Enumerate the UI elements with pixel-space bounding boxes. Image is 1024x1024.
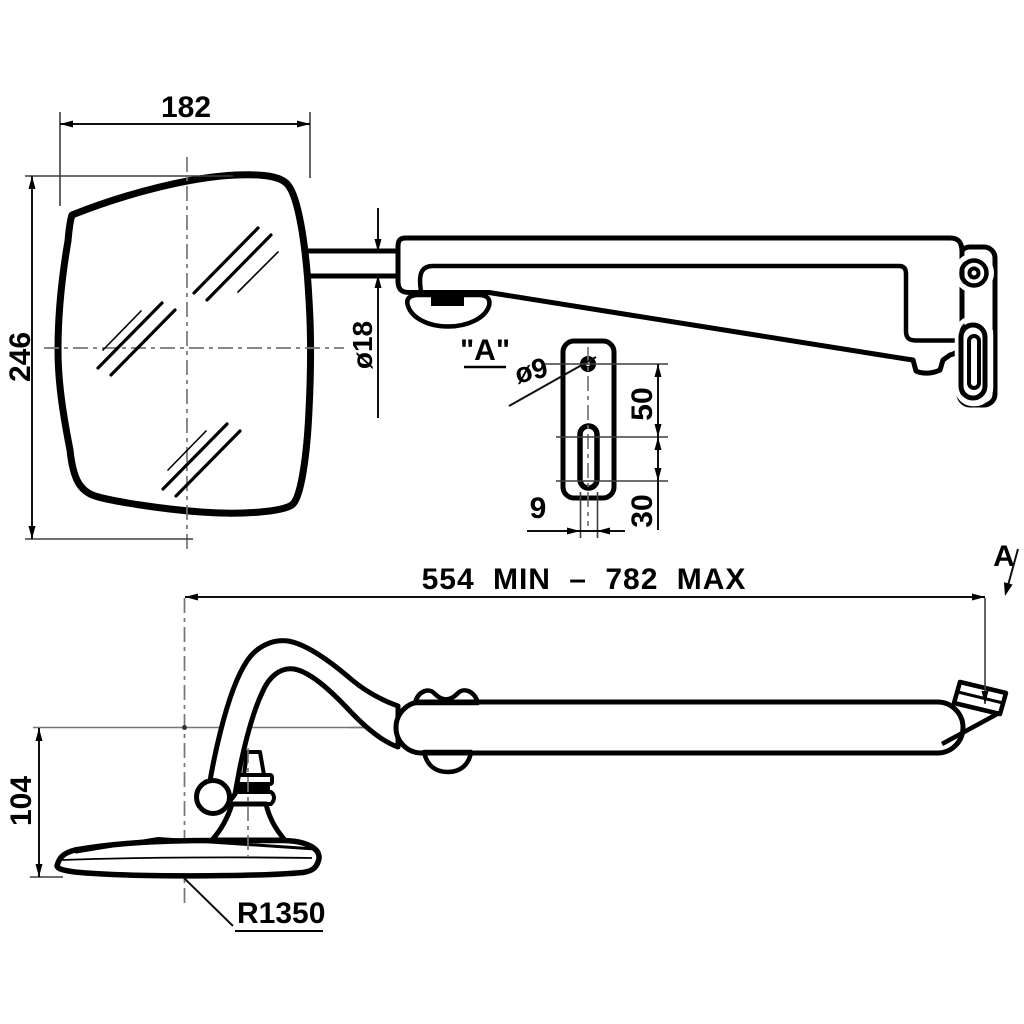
clamp-knob: [405, 292, 492, 329]
arrowhead: [567, 527, 580, 535]
dim-head-depth: 104: [5, 776, 38, 826]
arrowhead: [374, 275, 382, 288]
pivot-band: [234, 784, 270, 792]
arrowhead: [654, 468, 662, 481]
hatch-line: [102, 310, 142, 351]
arm-end-edge: [940, 711, 1001, 746]
section-arrow: A: [993, 540, 1019, 596]
dim-stem-diameter: ø18: [347, 321, 378, 369]
dim-arm-length: 554 MIN – 782 MAX: [422, 563, 747, 596]
radius-callout: R1350: [183, 877, 325, 932]
front-view: [44, 157, 344, 550]
arrowhead: [981, 691, 989, 704]
dim-slot-length: 30: [626, 494, 659, 527]
detail-a-view: [560, 338, 617, 526]
housing-crease: [61, 856, 313, 861]
arrowhead: [28, 526, 36, 539]
dimension-stem-diameter: ø18: [347, 208, 382, 418]
pivot-cone: [209, 801, 288, 843]
hatch-line: [192, 226, 260, 295]
arrowhead: [35, 728, 43, 741]
dimension-head-depth: 104: [5, 728, 63, 878]
arrowhead: [185, 593, 198, 601]
arrowhead: [597, 527, 610, 535]
arm-tube: [393, 699, 966, 756]
leader-line: [183, 877, 234, 927]
mirror-outline: [54, 171, 314, 517]
tube-clamp-bottom: [421, 749, 474, 775]
hatch-line: [161, 422, 229, 491]
section-arrow-line: [1006, 548, 1019, 590]
arm-end-tab-line: [957, 690, 1004, 705]
plan-view: [307, 235, 998, 408]
hatch-line: [205, 233, 273, 302]
arrowhead: [654, 437, 662, 450]
arm-end-tab: [951, 679, 1009, 717]
hatch-line: [167, 430, 207, 471]
arrowhead: [60, 120, 73, 128]
dimension-arm-length: 554 MIN – 782 MAX: [185, 563, 989, 704]
dim-hole-to-slot: 50: [626, 387, 659, 420]
pivot-knuckle: [194, 778, 232, 816]
arrowhead: [35, 864, 43, 877]
housing-crease: [74, 836, 317, 854]
arrowhead: [654, 424, 662, 437]
bracket-gap: [954, 315, 994, 407]
dim-mirror-width: 182: [161, 91, 211, 124]
dim-mirror-height: 246: [4, 332, 37, 382]
detail-ref-label: "A": [460, 334, 510, 367]
arrowhead: [374, 239, 382, 252]
bracket-hole-boss: [959, 258, 989, 288]
dim-glass-radius: R1350: [237, 897, 325, 930]
tube-clamp-top: [412, 688, 481, 706]
dim-slot-width: 9: [530, 492, 547, 525]
leader-line: [508, 356, 597, 407]
bracket-hole: [967, 266, 981, 280]
arm-plan-outline: [395, 235, 965, 376]
hatch-line: [237, 251, 279, 293]
glass-hatch-marks: [96, 226, 279, 498]
hatch-line: [96, 301, 164, 370]
dim-hole-diameter: ø9: [512, 352, 551, 390]
pivot-bolt: [242, 750, 266, 777]
hatch-line: [174, 429, 242, 498]
arrowhead: [28, 176, 36, 189]
arm-inner-edge: [417, 263, 960, 343]
side-view: [33, 598, 1009, 908]
arrowhead: [297, 120, 310, 128]
detail-annotations: "A" ø9 50 30 9: [460, 334, 668, 538]
section-arrow-label: A: [993, 540, 1015, 573]
gooseneck-arm: [203, 638, 401, 813]
arrowhead: [1003, 582, 1013, 596]
bracket-slot: [967, 334, 981, 390]
dimension-mirror-height: 246: [4, 175, 233, 540]
bracket-gap: [954, 253, 994, 293]
center-mark: [182, 725, 187, 730]
hatch-line: [109, 308, 177, 377]
arrowhead: [972, 593, 985, 601]
dimension-mirror-width: 182: [59, 91, 311, 206]
arrowhead: [654, 364, 662, 377]
